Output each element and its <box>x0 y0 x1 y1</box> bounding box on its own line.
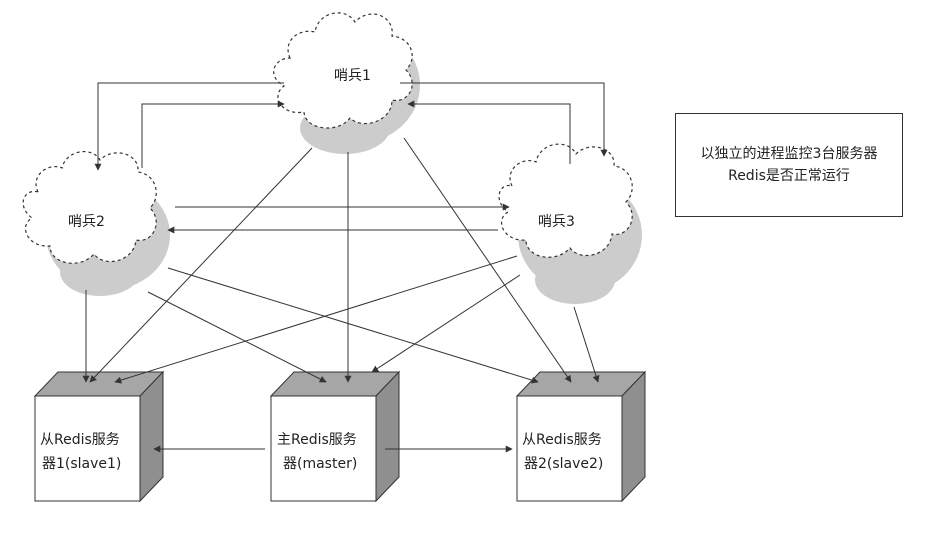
edge-s2-to-master <box>147 291 327 383</box>
edge-s1-to-slave1 <box>89 147 313 383</box>
edge-s1-to-s2-outer <box>94 82 284 171</box>
sentinel-2-label: 哨兵2 <box>68 214 105 230</box>
master-label-line1: 主Redis服务 <box>277 432 357 448</box>
server-master: 主Redis服务 器(master) <box>269 370 401 503</box>
edge-s1-to-s3-outer <box>400 82 608 157</box>
note-line-2: Redis是否正常运行 <box>728 168 850 184</box>
slave2-label-line2: 器2(slave2) <box>524 456 603 472</box>
edge-s3-to-s1-inner <box>407 100 571 164</box>
slave2-label-line1: 从Redis服务 <box>522 432 602 448</box>
slave1-label-line2: 器1(slave1) <box>42 456 121 472</box>
cloud-sentinel-2: 哨兵2 <box>22 151 157 264</box>
note-line-1: 以独立的进程监控3台服务器 <box>700 146 878 162</box>
edge-s3-to-slave2 <box>573 306 600 383</box>
cloud-sentinel-3: 哨兵3 <box>498 143 633 258</box>
connectors <box>82 82 608 453</box>
sentinel-1-label: 哨兵1 <box>334 68 371 84</box>
description-note: 以独立的进程监控3台服务器 Redis是否正常运行 <box>675 113 903 217</box>
edge-s1-to-slave2 <box>403 137 572 383</box>
slave1-label-line1: 从Redis服务 <box>40 432 120 448</box>
server-slave1: 从Redis服务 器1(slave1) <box>33 370 165 503</box>
cloud-sentinel-1: 哨兵1 <box>273 12 413 129</box>
sentinel-3-label: 哨兵3 <box>538 214 575 230</box>
edge-s3-to-slave1 <box>114 255 518 384</box>
edge-s3-to-master <box>371 274 521 373</box>
server-slave2: 从Redis服务 器2(slave2) <box>515 370 647 503</box>
edge-s2-to-s1-inner <box>141 100 285 168</box>
edge-s2-to-slave2 <box>167 267 539 384</box>
master-label-line2: 器(master) <box>283 456 357 472</box>
